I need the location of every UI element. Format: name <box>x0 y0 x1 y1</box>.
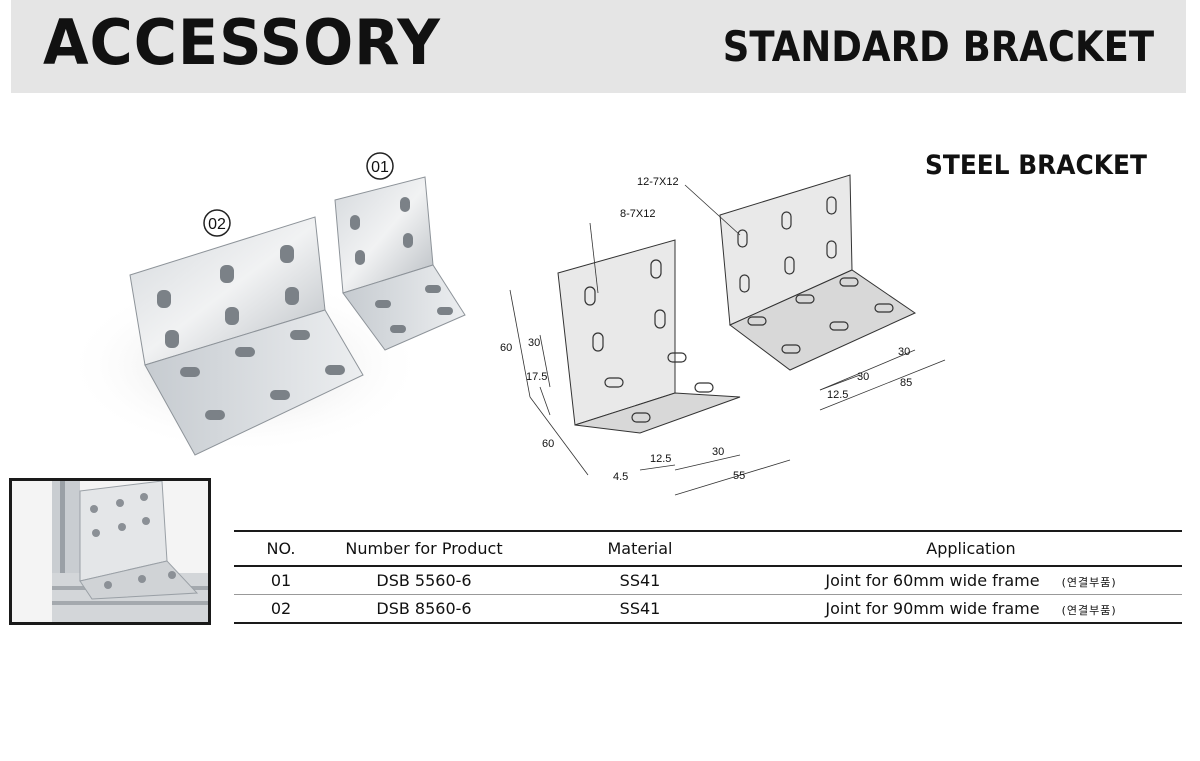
cell-application: Joint for 60mm wide frame (연결부품) <box>760 566 1182 595</box>
svg-text:01: 01 <box>371 159 389 176</box>
section-title: STEEL BRACKET <box>925 150 1147 181</box>
svg-text:17.5: 17.5 <box>526 371 547 383</box>
bracket-photo: 02 01 <box>65 152 466 456</box>
svg-text:30: 30 <box>857 371 869 383</box>
svg-text:4.5: 4.5 <box>613 471 628 483</box>
svg-text:30: 30 <box>528 337 540 349</box>
application-text: Joint for 90mm wide frame <box>825 599 1040 618</box>
svg-text:8-7X12: 8-7X12 <box>620 208 655 220</box>
svg-text:60: 60 <box>500 342 512 354</box>
cell-no: 02 <box>234 594 328 624</box>
svg-text:12-7X12: 12-7X12 <box>637 176 679 188</box>
cell-material: SS41 <box>520 566 760 595</box>
cell-material: SS41 <box>520 594 760 624</box>
header-material: Material <box>520 530 760 567</box>
label-01-marker: 01 <box>366 152 394 180</box>
svg-text:30: 30 <box>898 346 910 358</box>
svg-text:12.5: 12.5 <box>827 389 848 401</box>
svg-text:02: 02 <box>208 216 226 233</box>
product-title: STANDARD BRACKET <box>722 22 1154 71</box>
installation-photo <box>9 478 211 625</box>
category-title: ACCESSORY <box>43 6 441 79</box>
svg-text:60: 60 <box>542 438 554 450</box>
bracket-02-image <box>129 216 364 456</box>
header-number: Number for Product <box>328 530 520 567</box>
cell-number: DSB 5560-6 <box>328 566 520 595</box>
application-note: (연결부품) <box>1061 576 1117 589</box>
header-application: Application <box>760 530 1182 567</box>
cell-application: Joint for 90mm wide frame (연결부품) <box>760 594 1182 624</box>
application-text: Joint for 60mm wide frame <box>825 571 1040 590</box>
svg-text:30: 30 <box>712 446 724 458</box>
table-row: 01 DSB 5560-6 SS41 Joint for 60mm wide f… <box>234 566 1182 595</box>
svg-text:85: 85 <box>900 377 912 389</box>
svg-text:55: 55 <box>733 470 745 482</box>
cell-no: 01 <box>234 566 328 595</box>
cell-number: DSB 8560-6 <box>328 594 520 624</box>
page-header: ACCESSORY STANDARD BRACKET <box>11 0 1186 93</box>
header-no: NO. <box>234 530 328 567</box>
table-row: 02 DSB 8560-6 SS41 Joint for 90mm wide f… <box>234 594 1182 624</box>
product-spec-table: NO. Number for Product Material Applicat… <box>234 530 1182 624</box>
label-02-marker: 02 <box>203 209 231 237</box>
bracket-01-image <box>334 176 466 351</box>
table-header-row: NO. Number for Product Material Applicat… <box>234 530 1182 567</box>
application-note: (연결부품) <box>1061 604 1117 617</box>
svg-text:12.5: 12.5 <box>650 453 671 465</box>
bracket-dimension-drawing: 12-7X12 8-7X12 60 30 17.5 60 4.5 12.5 30… <box>500 174 946 496</box>
